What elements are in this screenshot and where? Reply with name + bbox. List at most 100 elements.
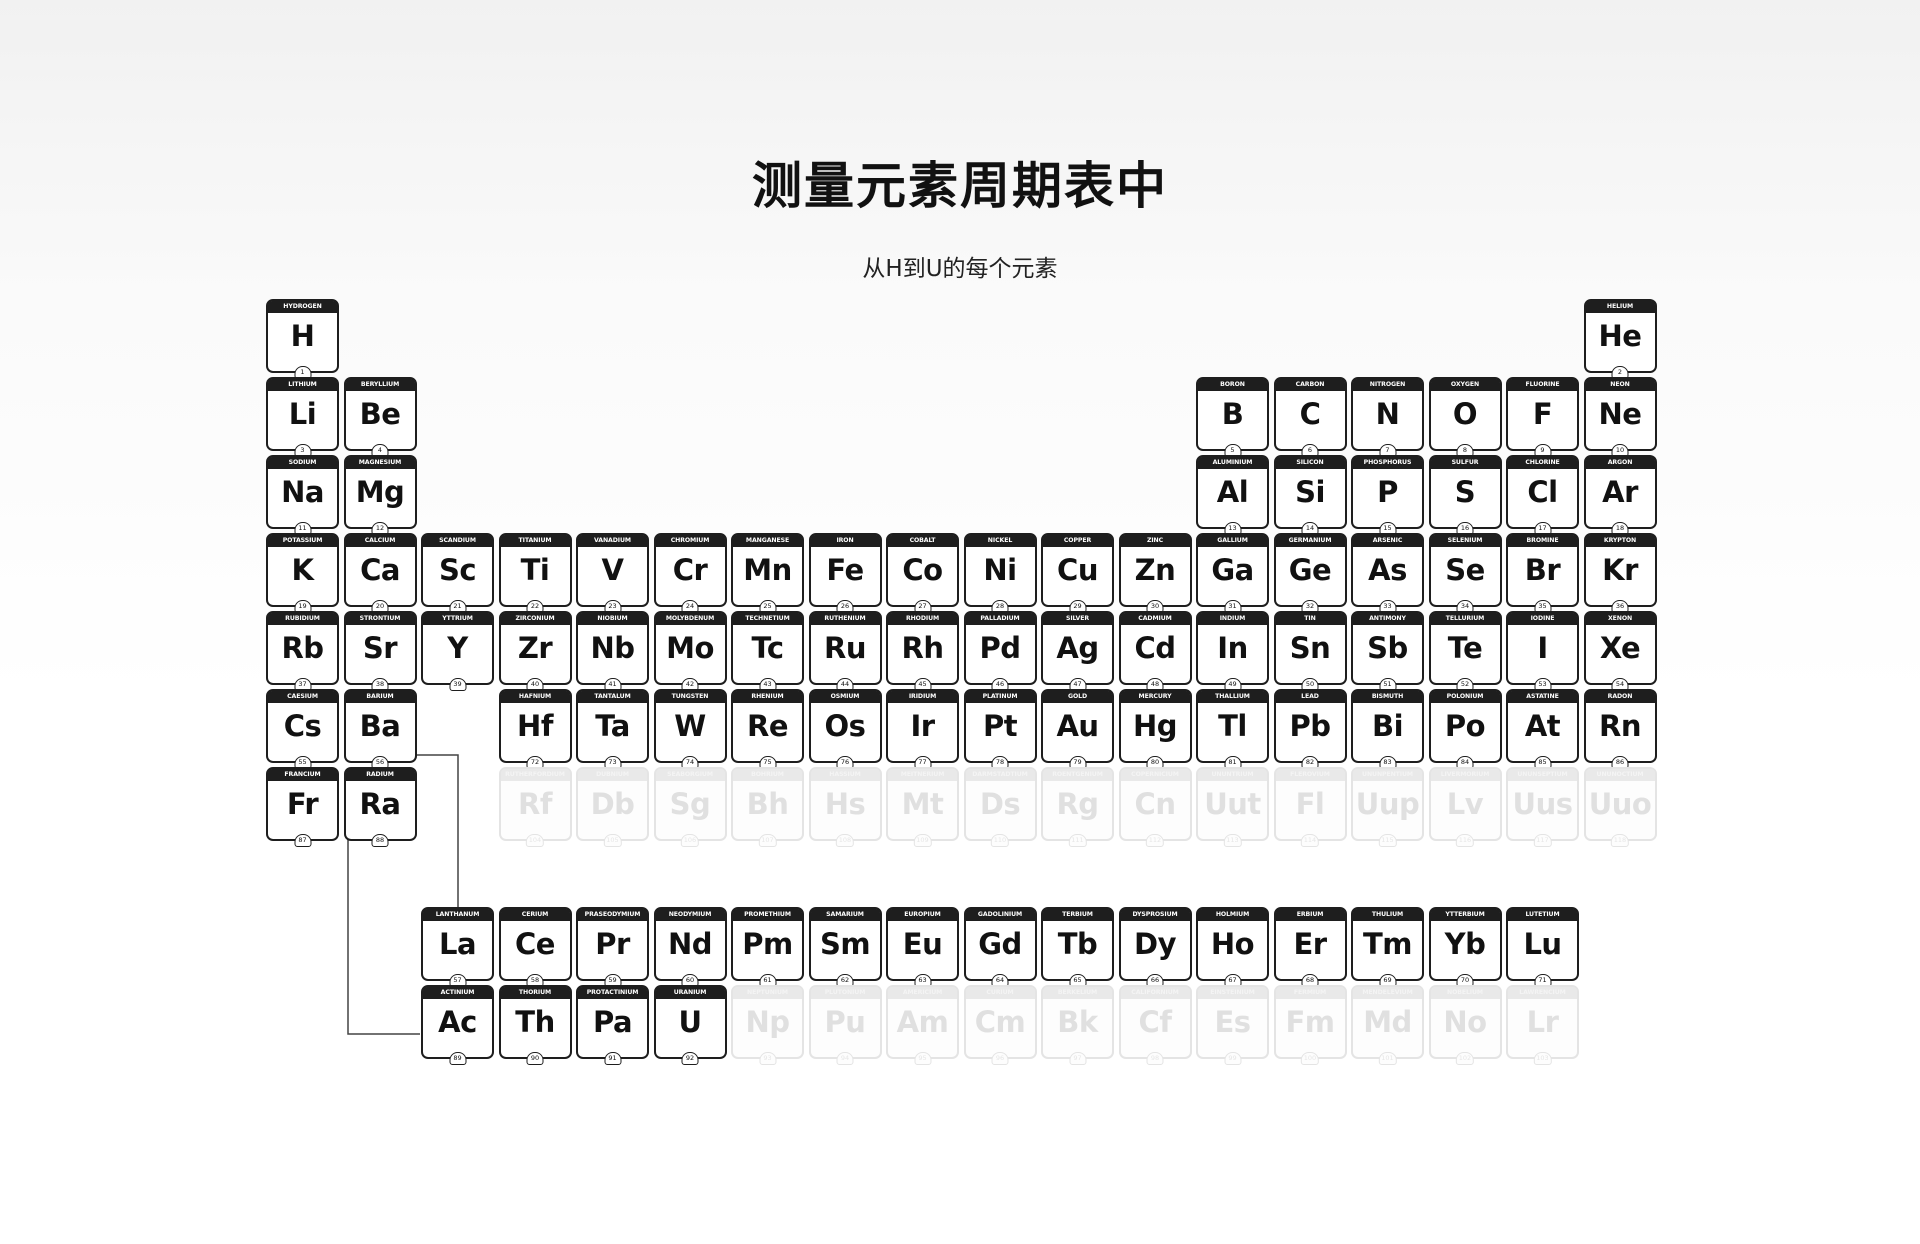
element-symbol: Ga [1211,553,1254,587]
element-name: CURIUM [965,987,1035,999]
element-symbol: Lr [1526,1005,1559,1039]
atomic-number: 114 [1300,834,1320,847]
element-symbol: B [1221,397,1244,431]
element-symbol: Pt [982,709,1018,743]
element-symbol: Mt [901,787,944,821]
atomic-number: 57 [449,974,466,987]
element-symbol: Mo [666,631,714,665]
element-symbol: Ar [1602,475,1638,509]
element-symbol: Ni [983,553,1017,587]
element-symbol: Pu [824,1005,866,1039]
atomic-number: 104 [525,834,545,847]
element-symbol: Re [747,709,789,743]
element-name: GADOLINIUM [965,909,1035,921]
page-title: 测量元素周期表中 [752,157,1168,215]
element-name: ERBIUM [1275,909,1345,921]
element-name: COPPER [1043,535,1112,547]
element-name: SILVER [1043,613,1112,625]
element-name: LEAD [1275,691,1345,703]
atomic-number: 12 [371,522,389,535]
element-name: CHROMIUM [655,535,725,547]
element-name: MANGANESE [733,535,802,547]
element-name: GERMANIUM [1275,535,1345,547]
element-name: FERMIUM [1275,987,1345,999]
element-name: XENON [1585,613,1655,625]
element-name: SAMARIUM [810,909,880,921]
lanthanide-connector [414,754,459,932]
element-name: HYDROGEN [268,301,337,313]
element-name: NEON [1585,379,1655,391]
element-name: EINSTEINIUM [1198,987,1267,999]
element-symbol: S [1454,475,1476,509]
element-name: SEABORGIUM [655,769,725,781]
element-name: KRYPTON [1585,535,1655,547]
element-symbol: Md [1363,1005,1412,1039]
element-symbol: Pm [742,927,793,961]
element-symbol: Dy [1134,927,1176,961]
element-name: NEPTUNIUM [733,987,802,999]
element-symbol: C [1299,397,1321,431]
element-name: TANTALUM [578,691,647,703]
element-name: TELLURIUM [1430,613,1500,625]
element-name: COBALT [888,535,957,547]
element-symbol: Rb [281,631,324,665]
element-name: UNUNSEPTIUM [1508,769,1577,781]
element-name: CALIFORNIUM [1120,987,1190,999]
element-name: LANTHANUM [423,909,492,921]
atomic-number: 109 [913,834,932,847]
element-name: FLUORINE [1508,379,1577,391]
element-name: PRASEODYMIUM [578,909,647,921]
element-symbol: Hg [1132,709,1178,743]
element-name: ACTINIUM [423,987,492,999]
element-symbol: Uut [1204,787,1261,821]
element-name: ARSENIC [1353,535,1422,547]
element-name: BARIUM [345,691,415,703]
element-name: RADIUM [345,769,415,781]
element-symbol: Sg [669,787,711,821]
element-symbol: In [1217,631,1248,665]
atomic-number: 116 [1455,834,1475,847]
element-name: FRANCIUM [268,769,337,781]
element-name: NITROGEN [1353,379,1422,391]
element-name: DYSPROSIUM [1120,909,1190,921]
element-symbol: Ir [910,709,935,743]
atomic-number: 1 [294,366,311,379]
element-name: ZIRCONIUM [500,613,570,625]
element-name: PHOSPHORUS [1353,457,1422,469]
element-name: NIOBIUM [578,613,647,625]
element-symbol: Rh [901,631,944,665]
element-name: ASTATINE [1508,691,1577,703]
element-symbol: Np [745,1005,790,1039]
atomic-number: 115 [1378,834,1397,847]
element-symbol: Bk [1057,1005,1098,1039]
element-symbol: Si [1295,475,1325,509]
element-name: BROMINE [1508,535,1577,547]
atomic-number: 102 [1455,1052,1475,1065]
